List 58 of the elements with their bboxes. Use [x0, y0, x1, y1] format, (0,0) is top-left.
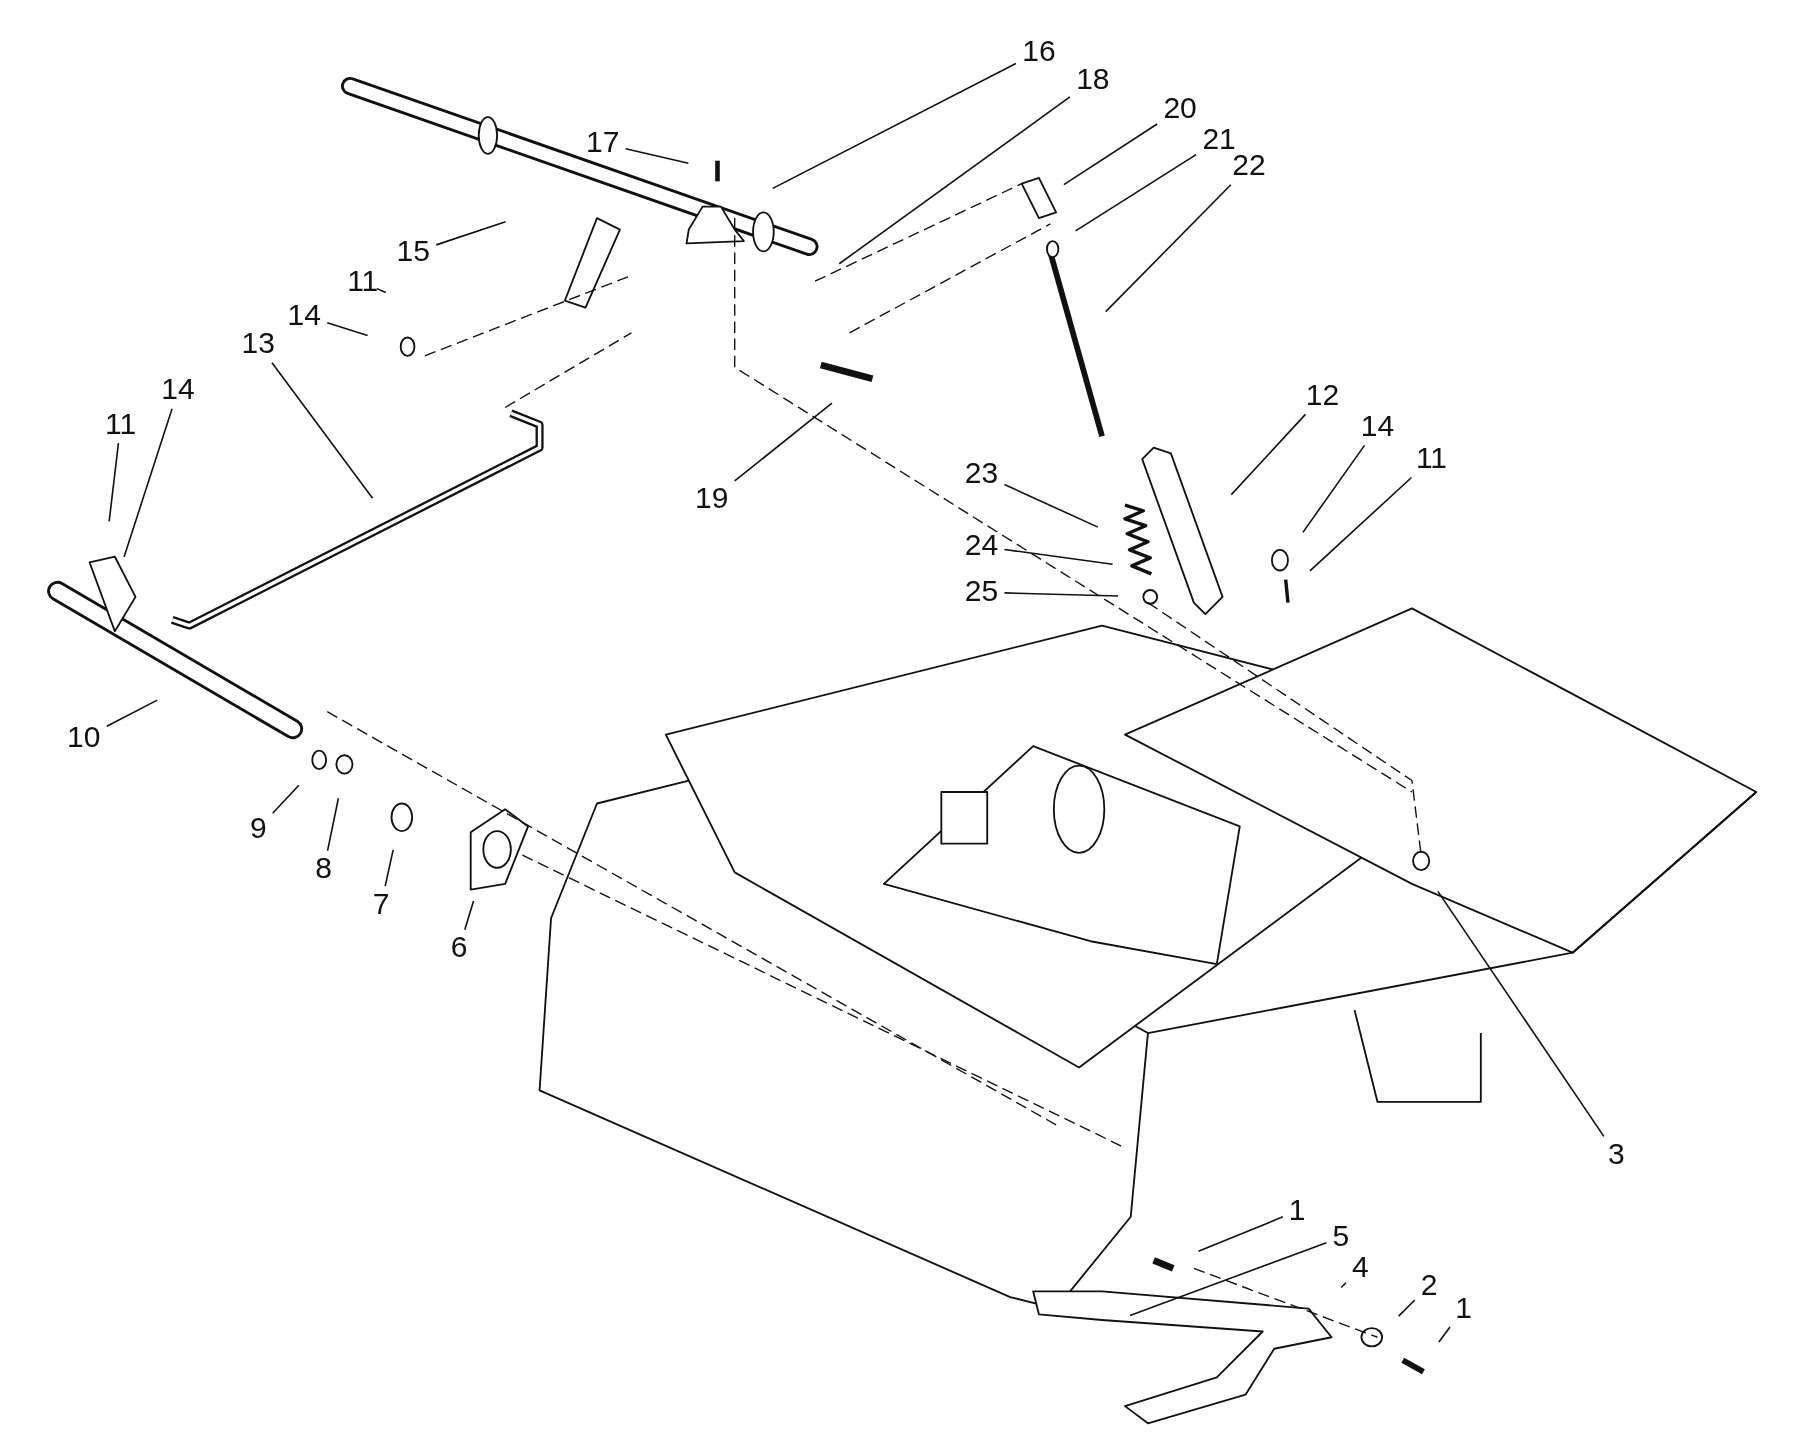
callout-number: 5: [1328, 1221, 1353, 1252]
callout-number: 2: [1417, 1269, 1442, 1300]
leader-line: [435, 221, 507, 246]
leader-line: [1104, 184, 1232, 313]
callout-number: 10: [63, 722, 105, 753]
leader-line: [106, 699, 159, 727]
leader-line: [1129, 1241, 1328, 1317]
callout-number: 4: [1348, 1252, 1373, 1283]
leader-line: [1309, 476, 1413, 572]
leader-line: [271, 361, 374, 500]
leader-line: [123, 407, 173, 558]
leader-line: [271, 784, 300, 815]
leader-line: [624, 147, 690, 164]
callout-number: 25: [960, 576, 1003, 607]
callout-number: 6: [447, 932, 472, 963]
leader-line: [1340, 1281, 1347, 1289]
callout-number: 7: [369, 888, 394, 919]
leader-line: [384, 849, 394, 887]
callout-number: 11: [342, 266, 384, 297]
leader-line: [326, 322, 369, 337]
callout-number: 24: [960, 530, 1003, 561]
leader-line: [733, 402, 833, 482]
leader-line: [838, 96, 1071, 265]
leader-line: [1302, 444, 1366, 534]
leader-line: [1003, 548, 1114, 565]
leader-line: [1074, 153, 1197, 232]
leader-line: [1438, 1326, 1451, 1343]
leader-line: [1063, 123, 1158, 186]
callout-number: 8: [311, 852, 336, 883]
leader-line: [1437, 890, 1605, 1138]
callout-number: 23: [960, 458, 1003, 489]
callout-number: 14: [157, 374, 199, 405]
callout-number: 13: [237, 328, 279, 359]
leader-line: [464, 900, 475, 931]
leader-line: [1397, 1299, 1416, 1317]
callout-number: 20: [1159, 93, 1201, 123]
leader-line: [108, 442, 120, 523]
callout-number: 3: [1604, 1138, 1629, 1169]
callout-number: 15: [392, 236, 434, 267]
callout-number: 17: [582, 127, 624, 158]
callout-number: 1: [1285, 1195, 1310, 1225]
leader-line: [771, 62, 1017, 190]
leader-line: [1230, 413, 1307, 496]
callout-number: 11: [1410, 443, 1453, 474]
callout-number: 14: [1356, 410, 1399, 441]
callout-number: 12: [1301, 379, 1344, 410]
leader-line: [326, 797, 340, 852]
leader-line: [1003, 592, 1119, 597]
leader-line: [376, 287, 387, 294]
leader-line: [1197, 1216, 1284, 1253]
callout-number: 19: [691, 483, 733, 514]
callout-number: 1: [1451, 1292, 1476, 1323]
callout-number: 18: [1072, 64, 1114, 95]
callout-number: 11: [99, 408, 142, 439]
callout-number: 16: [1018, 35, 1060, 66]
callout-number: 14: [283, 299, 325, 330]
callout-number: 9: [246, 812, 271, 843]
leader-line: [1003, 483, 1099, 528]
